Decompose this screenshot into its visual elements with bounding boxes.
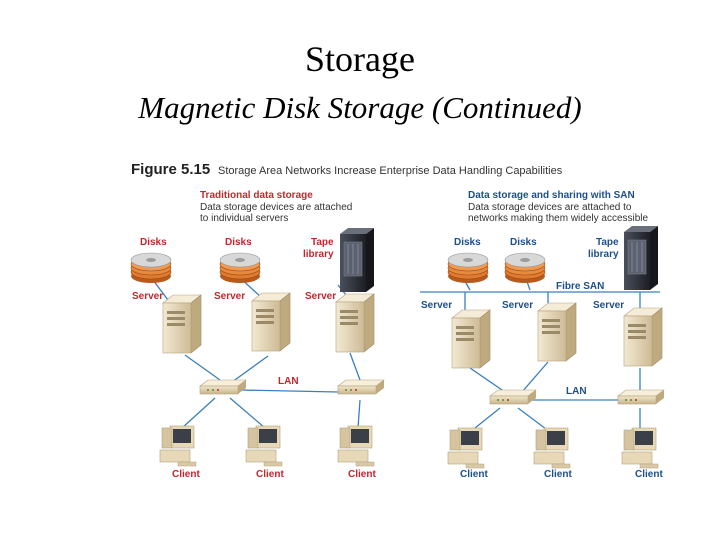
left-tape-label-1: Tape — [311, 237, 334, 248]
left-client-label-2: Client — [256, 469, 284, 480]
right-server-3 — [623, 307, 663, 367]
left-hub-2 — [337, 379, 385, 395]
left-client-label-1: Client — [172, 469, 200, 480]
right-disk-1 — [447, 252, 489, 284]
san-label: Fibre SAN — [556, 281, 604, 292]
right-desc-line1: Data storage devices are attached to — [468, 202, 632, 213]
right-heading: Data storage and sharing with SAN — [468, 190, 635, 201]
left-heading: Traditional data storage — [200, 190, 313, 201]
right-disk-2 — [504, 252, 546, 284]
slide-subtitle: Magnetic Disk Storage (Continued) — [138, 90, 582, 125]
right-client-label-3: Client — [635, 469, 663, 480]
right-tape-label-1: Tape — [596, 237, 619, 248]
right-server-label-2: Server — [502, 300, 533, 311]
figure-caption: Storage Area Networks Increase Enterpris… — [218, 165, 563, 177]
right-disks-label-1: Disks — [454, 237, 481, 248]
left-disks-label-2: Disks — [225, 237, 252, 248]
right-hub-1 — [489, 389, 537, 405]
san-storage-panel: Data storage and sharing with SAN Data s… — [420, 190, 665, 480]
right-lan-label: LAN — [566, 386, 587, 397]
right-server-label-1: Server — [421, 300, 452, 311]
left-server-3 — [335, 293, 375, 353]
right-server-1 — [451, 309, 491, 369]
left-server-label-2: Server — [214, 291, 245, 302]
right-client-label-1: Client — [460, 469, 488, 480]
left-client-1 — [159, 425, 197, 467]
right-disks-label-2: Disks — [510, 237, 537, 248]
right-client-label-2: Client — [544, 469, 572, 480]
left-server-label-3: Server — [305, 291, 336, 302]
left-tape-library — [339, 227, 375, 293]
left-tape-label-2: library — [303, 249, 334, 260]
left-desc-line2: to individual servers — [200, 213, 288, 224]
left-lan-label: LAN — [278, 376, 299, 387]
left-disks-label-1: Disks — [140, 237, 167, 248]
right-server-label-3: Server — [593, 300, 624, 311]
traditional-storage-panel: Traditional data storage Data storage de… — [130, 190, 385, 480]
left-server-1 — [162, 294, 202, 354]
left-server-2 — [251, 292, 291, 352]
left-client-3 — [337, 425, 375, 467]
slide-title: Storage — [305, 39, 415, 79]
left-client-label-3: Client — [348, 469, 376, 480]
right-server-2 — [537, 302, 577, 362]
left-hub-1 — [199, 379, 247, 395]
right-hub-2 — [617, 389, 665, 405]
figure-number: Figure 5.15 — [131, 161, 210, 178]
left-disk-1 — [130, 252, 172, 284]
right-tape-library — [623, 225, 659, 291]
right-client-3 — [621, 427, 659, 469]
right-desc-line2: networks making them widely accessible — [468, 213, 649, 224]
left-client-2 — [245, 425, 283, 467]
left-disk-2 — [219, 252, 261, 284]
left-desc-line1: Data storage devices are attached — [200, 202, 352, 213]
right-client-2 — [533, 427, 571, 469]
left-server-label-1: Server — [132, 291, 163, 302]
right-client-1 — [447, 427, 485, 469]
right-tape-label-2: library — [588, 249, 619, 260]
